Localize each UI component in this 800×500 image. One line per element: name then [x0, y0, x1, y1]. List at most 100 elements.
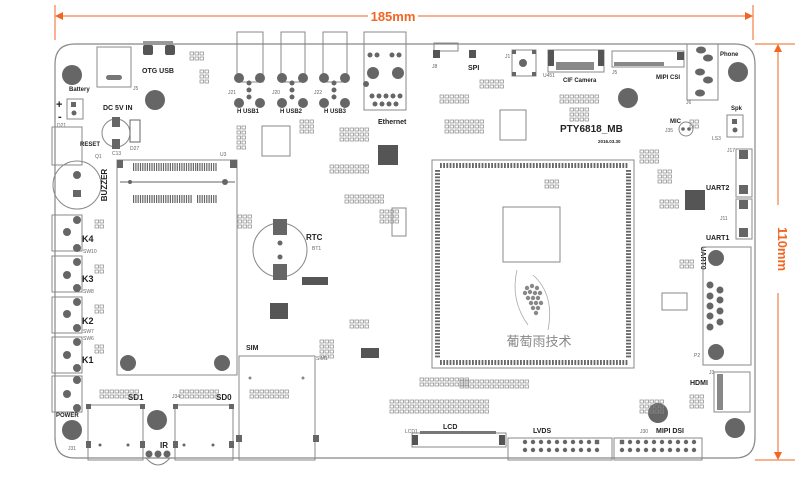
core-pin [146, 163, 148, 171]
smd-component [204, 69, 209, 74]
battery-connector: Battery + - D21 [56, 87, 90, 129]
soc-pin [577, 163, 580, 168]
core-pin [165, 163, 167, 171]
soc-pin [494, 163, 497, 168]
smd-component [344, 169, 349, 174]
smd-component [259, 394, 264, 399]
smd-component [449, 377, 454, 382]
soc-pin [435, 307, 440, 310]
smd-component [424, 382, 429, 387]
smd-component [324, 339, 329, 344]
refdes: D21 [57, 123, 66, 129]
smd-component [319, 339, 324, 344]
smd-component [349, 132, 354, 137]
core-pin [195, 163, 197, 171]
ir-label: IR [160, 441, 168, 450]
core-pin [160, 195, 162, 203]
smd-component [544, 179, 549, 184]
smd-component [349, 199, 354, 204]
smd-component [236, 145, 241, 150]
soc-pin [532, 360, 535, 365]
core-pin [208, 195, 210, 203]
mounting-hole [728, 62, 748, 82]
smd-component [374, 199, 379, 204]
reset-label: RESET [80, 142, 100, 148]
soc-pin [435, 243, 440, 246]
smd-component [654, 399, 659, 404]
cif-camera-label: CIF Camera [563, 78, 597, 84]
soc-pin [580, 163, 583, 168]
soc-pin [626, 307, 631, 310]
soc-pin [488, 163, 490, 168]
smd-component [574, 107, 579, 112]
header-pin [675, 439, 681, 445]
header-pin [546, 439, 552, 445]
smd-component [199, 69, 204, 74]
smd-component [394, 404, 399, 409]
smd-component [699, 394, 704, 399]
soc-pin [548, 163, 551, 168]
smd-component [649, 154, 654, 159]
smd-component [109, 389, 114, 394]
soc-pin [435, 278, 440, 281]
core-pin [190, 195, 192, 203]
smd-component [99, 349, 104, 354]
smd-component [649, 159, 654, 164]
smd-component [384, 209, 389, 214]
smd-component [189, 389, 194, 394]
smd-component [644, 154, 649, 159]
smd-component [504, 379, 509, 384]
grape-dot [530, 295, 536, 301]
soc-pin [596, 163, 599, 168]
soc-pin [622, 163, 625, 168]
smd-component [484, 399, 489, 404]
soc-pin [435, 333, 440, 335]
smd-component [434, 377, 439, 382]
core-pin [199, 163, 201, 171]
soc-pin [626, 243, 631, 246]
smd-component [689, 259, 694, 264]
smd-component [662, 169, 667, 174]
smd-component [459, 124, 464, 129]
smd-component [414, 399, 419, 404]
smd-component [667, 169, 672, 174]
soc-pin [626, 326, 631, 329]
smd-component [199, 56, 204, 61]
smd-component [304, 119, 309, 124]
header-pin [635, 447, 641, 453]
core-pin [167, 163, 169, 171]
soc-pin [626, 262, 631, 265]
smd-component [649, 149, 654, 154]
smd-component [474, 399, 479, 404]
smd-component [574, 117, 579, 122]
mounting-hole [725, 418, 745, 438]
smd-component [189, 56, 194, 61]
soc-pin [626, 298, 631, 300]
smd-component [499, 84, 504, 89]
smd-component [474, 379, 479, 384]
core-pin [188, 163, 190, 171]
smd-component [241, 140, 246, 145]
soc-pin [626, 259, 631, 262]
smd-component [329, 339, 334, 344]
smd-component [179, 394, 184, 399]
smd-component [644, 399, 649, 404]
mounting-hole [62, 65, 82, 85]
refdes: J34 [172, 394, 180, 400]
smd-component [389, 219, 394, 224]
header-pin [643, 447, 649, 453]
core-pin [183, 195, 185, 203]
smd-component [479, 84, 484, 89]
smd-component [559, 99, 564, 104]
smd-component [236, 130, 241, 135]
smd-component [354, 132, 359, 137]
soc-pin [526, 163, 529, 168]
smd-component [349, 137, 354, 142]
smd-component [237, 219, 242, 224]
header-pin [570, 439, 576, 445]
header-pin [562, 439, 568, 445]
soc-pin [443, 360, 445, 365]
smd-component [554, 184, 559, 189]
smd-component [299, 119, 304, 124]
smd-component [584, 99, 589, 104]
